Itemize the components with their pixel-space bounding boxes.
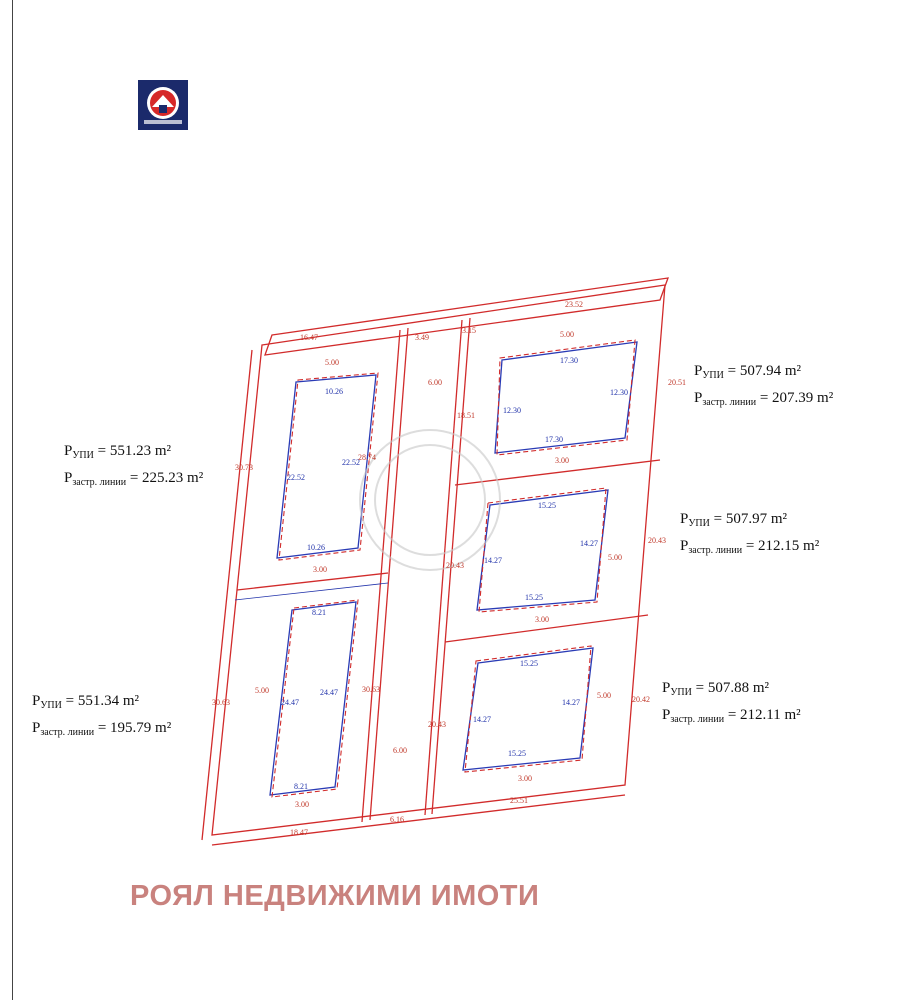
svg-text:3.15: 3.15 (462, 326, 476, 335)
plot-label-top-right: PУПИ = 507.94 m² Pзастр. линии = 207.39 … (694, 363, 834, 408)
svg-text:15.25: 15.25 (508, 749, 526, 758)
svg-text:20.43: 20.43 (446, 561, 464, 570)
svg-text:28.74: 28.74 (358, 453, 376, 462)
svg-text:6.00: 6.00 (428, 378, 442, 387)
svg-text:20.51: 20.51 (668, 378, 686, 387)
svg-text:5.00: 5.00 (560, 330, 574, 339)
svg-text:18.51: 18.51 (457, 411, 475, 420)
building-bottom-right (462, 647, 594, 771)
building-top-left (276, 374, 377, 559)
plot-label-bottom-right: PУПИ = 507.88 m² Pзастр. линии = 212.11 … (662, 680, 801, 725)
svg-text:30.63: 30.63 (362, 685, 380, 694)
svg-text:18.47: 18.47 (290, 828, 308, 837)
svg-text:30.73: 30.73 (235, 463, 253, 472)
svg-text:17.30: 17.30 (560, 356, 578, 365)
outer-boundary (211, 284, 666, 836)
svg-text:10.26: 10.26 (325, 387, 343, 396)
svg-text:15.25: 15.25 (525, 593, 543, 602)
building-mid-right (476, 489, 609, 611)
svg-text:6.00: 6.00 (393, 746, 407, 755)
svg-text:12.30: 12.30 (503, 406, 521, 415)
brand-watermark-text: РОЯЛ НЕДВИЖИМИ ИМОТИ (130, 880, 540, 912)
svg-text:22.52: 22.52 (287, 473, 305, 482)
svg-text:24.47: 24.47 (281, 698, 299, 707)
svg-text:17.30: 17.30 (545, 435, 563, 444)
watermark (359, 429, 501, 571)
plot-label-bottom-left: PУПИ = 551.34 m² Pзастр. линии = 195.79 … (32, 693, 172, 738)
plot-label-top-left: PУПИ = 551.23 m² Pзастр. линии = 225.23 … (64, 443, 204, 488)
svg-text:23.52: 23.52 (565, 300, 583, 309)
svg-text:30.63: 30.63 (212, 698, 230, 707)
company-logo (138, 80, 188, 130)
svg-text:14.27: 14.27 (473, 715, 491, 724)
svg-text:3.00: 3.00 (555, 456, 569, 465)
svg-text:24.47: 24.47 (320, 688, 338, 697)
svg-text:6.16: 6.16 (390, 815, 404, 824)
building-top-right (494, 341, 638, 454)
svg-text:3.00: 3.00 (518, 774, 532, 783)
svg-text:20.43: 20.43 (648, 536, 666, 545)
svg-text:5.00: 5.00 (608, 553, 622, 562)
svg-text:5.00: 5.00 (255, 686, 269, 695)
svg-text:14.27: 14.27 (580, 539, 598, 548)
svg-text:14.27: 14.27 (562, 698, 580, 707)
svg-text:5.00: 5.00 (597, 691, 611, 700)
svg-text:3.00: 3.00 (313, 565, 327, 574)
svg-text:20.42: 20.42 (632, 695, 650, 704)
svg-text:8.21: 8.21 (312, 608, 326, 617)
svg-text:16.47: 16.47 (300, 333, 318, 342)
page-border (12, 0, 13, 1000)
svg-text:3.49: 3.49 (415, 333, 429, 342)
svg-text:15.25: 15.25 (538, 501, 556, 510)
svg-text:3.00: 3.00 (295, 800, 309, 809)
svg-text:8.21: 8.21 (294, 782, 308, 791)
svg-text:14.27: 14.27 (484, 556, 502, 565)
svg-text:12.30: 12.30 (610, 388, 628, 397)
svg-text:20.43: 20.43 (428, 720, 446, 729)
svg-text:25.51: 25.51 (510, 796, 528, 805)
svg-text:10.26: 10.26 (307, 543, 325, 552)
svg-text:22.52: 22.52 (342, 458, 360, 467)
svg-text:3.00: 3.00 (535, 615, 549, 624)
svg-text:15.25: 15.25 (520, 659, 538, 668)
plot-label-mid-right: PУПИ = 507.97 m² Pзастр. линии = 212.15 … (680, 511, 820, 556)
building-bottom-left (269, 601, 357, 796)
svg-text:5.00: 5.00 (325, 358, 339, 367)
